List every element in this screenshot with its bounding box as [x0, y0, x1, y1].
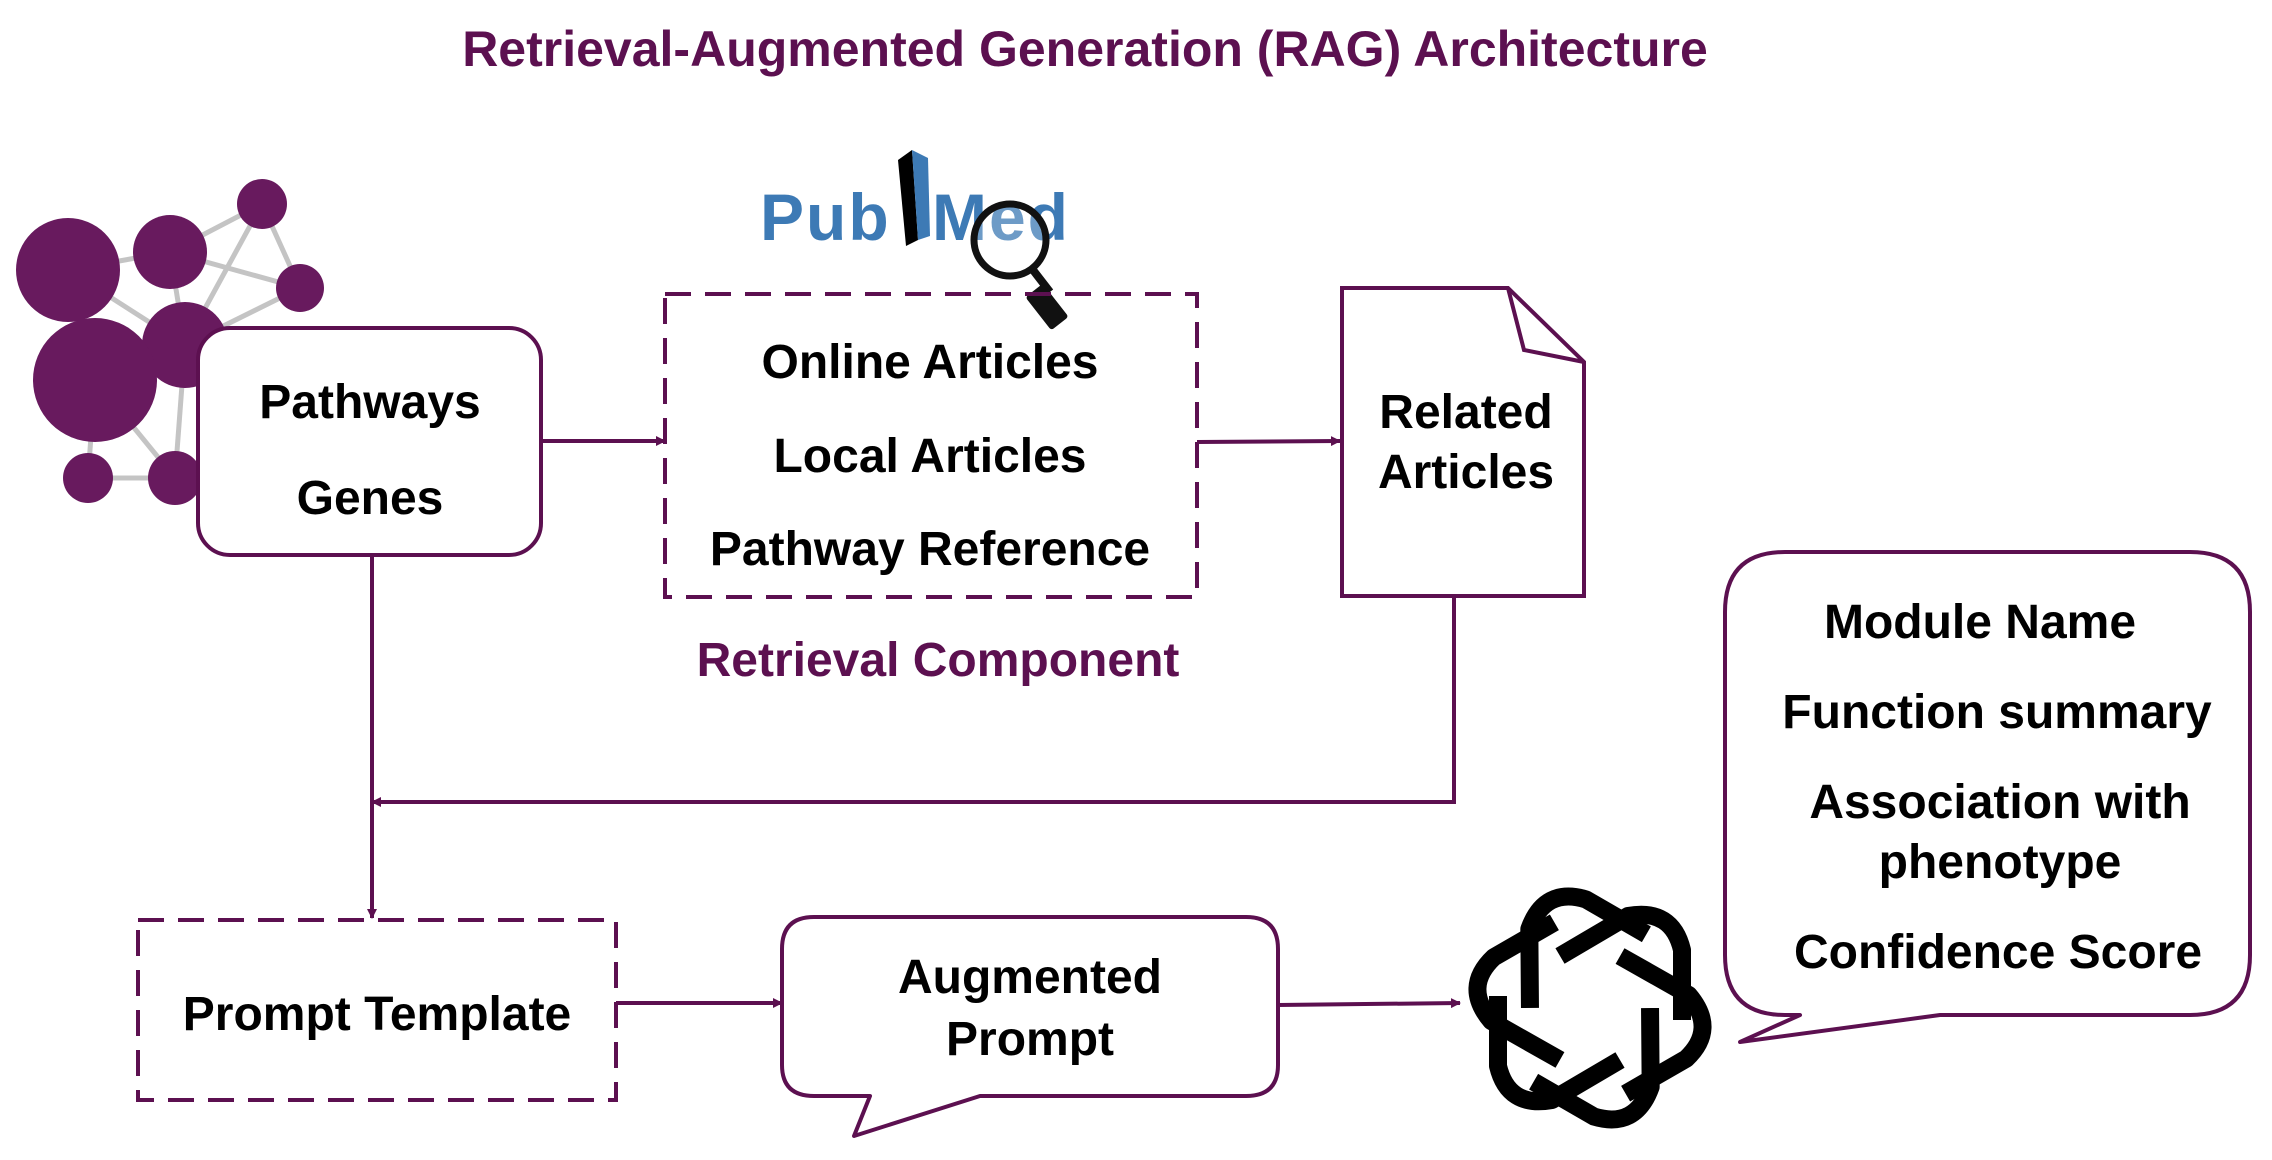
input-box: Pathways Genes	[196, 326, 543, 557]
retrieval-caption: Retrieval Component	[697, 634, 1180, 687]
retrieval-item-pathway-reference: Pathway Reference	[710, 523, 1150, 576]
related-articles-line1: Related	[1379, 386, 1552, 439]
retrieval-item-local-articles: Local Articles	[773, 430, 1086, 483]
pubmed-logo-text-left: Pub	[760, 180, 891, 254]
openai-logo-icon	[1468, 887, 1712, 1129]
input-pathways-label: Pathways	[259, 376, 480, 429]
augmented-prompt-line1: Augmented	[898, 951, 1162, 1004]
augmented-prompt-bubble: Augmented Prompt	[780, 915, 1280, 1138]
output-item-function-summary: Function summary	[1782, 686, 2212, 739]
output-bubble: Module Name Function summary Association…	[1723, 550, 2252, 1044]
network-graph-icon	[16, 179, 324, 505]
connector-related-to-template	[371, 596, 1456, 807]
input-genes-label: Genes	[297, 472, 444, 525]
arrow-retrieval-to-related	[1196, 436, 1341, 447]
retrieval-item-online-articles: Online Articles	[762, 336, 1099, 389]
output-item-association: Association with	[1809, 776, 2190, 829]
prompt-template-box: Prompt Template	[136, 918, 618, 1102]
output-item-confidence-score: Confidence Score	[1794, 926, 2202, 979]
diagram-title: Retrieval-Augmented Generation (RAG) Arc…	[462, 21, 1708, 77]
augmented-prompt-line2: Prompt	[946, 1013, 1114, 1066]
retrieval-box: Online Articles Local Articles Pathway R…	[663, 292, 1199, 599]
prompt-template-label: Prompt Template	[183, 988, 572, 1041]
related-articles-document: Related Articles	[1340, 286, 1586, 598]
output-item-module-name: Module Name	[1824, 596, 2136, 649]
output-item-phenotype: phenotype	[1879, 836, 2122, 889]
related-articles-line2: Articles	[1378, 446, 1554, 499]
arrow-augmented-to-llm	[1277, 998, 1461, 1009]
